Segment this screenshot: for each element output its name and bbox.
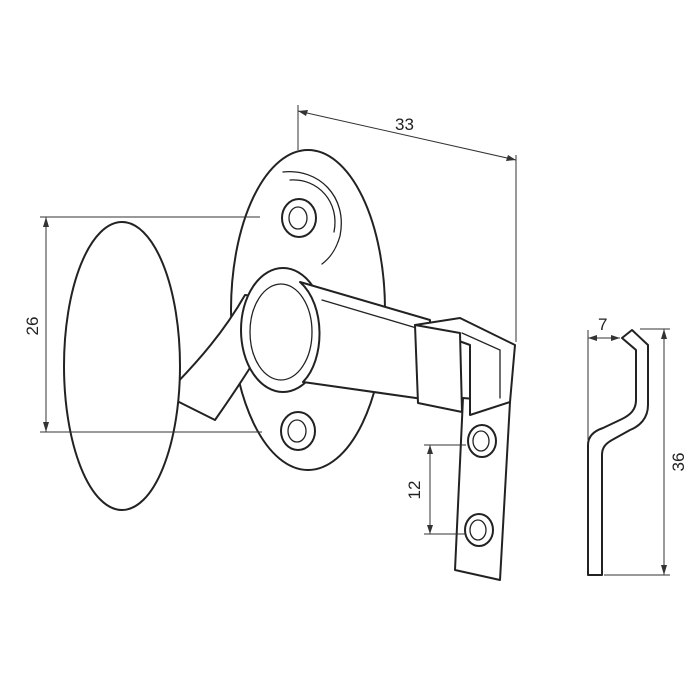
knob [63, 221, 181, 511]
dimension-width-label: 33 [395, 115, 414, 134]
lower-screw-hole [280, 411, 316, 451]
collar [240, 267, 326, 393]
dimension-height: 26 [23, 216, 262, 433]
keeper [414, 317, 516, 581]
dimension-profile-height: 36 [604, 328, 688, 576]
dimension-width: 33 [297, 105, 517, 342]
dimension-hole-spacing-label: 12 [405, 481, 424, 500]
dimension-profile-offset-label: 7 [598, 315, 607, 334]
dimension-profile-height-label: 36 [669, 453, 688, 472]
dimension-height-label: 26 [23, 317, 42, 336]
upper-screw-hole [281, 198, 317, 238]
dimension-hole-spacing: 12 [405, 444, 466, 535]
dimension-profile-offset: 7 [587, 315, 620, 440]
latch-bar [299, 281, 431, 401]
side-profile [587, 329, 649, 576]
